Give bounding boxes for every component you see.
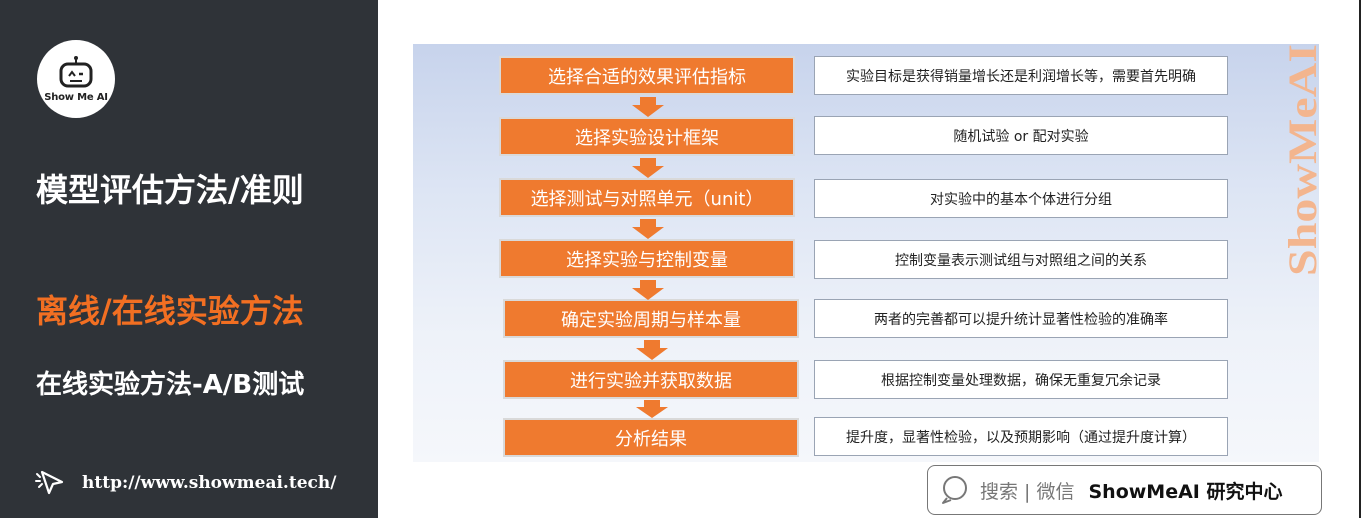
description-box: 对实验中的基本个体进行分组 [814,179,1228,218]
sidebar: Show Me AI 模型评估方法/准则 离线/在线实验方法 在线实验方法-A/… [0,0,378,518]
sidebar-section-title: 离线/在线实验方法 [36,292,304,330]
step-box: 选择实验设计框架 [499,117,795,156]
arrow-down-icon [636,400,668,418]
sidebar-title: 模型评估方法/准则 [36,171,304,209]
step-box: 确定实验周期与样本量 [503,299,799,338]
description-box: 实验目标是获得销量增长还是利润增长等，需要首先明确 [814,56,1228,95]
description-box: 提升度，显著性检验，以及预期影响（通过提升度计算） [814,417,1228,456]
arrow-down-icon [636,340,668,360]
step-box: 选择合适的效果评估指标 [499,56,795,95]
website-link[interactable]: http://www.showmeai.tech/ [34,468,336,498]
arrow-down-icon [632,158,664,178]
showmeai-logo[interactable]: Show Me AI [37,40,115,118]
sidebar-subtitle: 在线实验方法-A/B测试 [36,370,305,400]
website-url[interactable]: http://www.showmeai.tech/ [82,473,337,493]
step-box: 进行实验并获取数据 [503,360,799,399]
search-box[interactable]: 搜索 | 微信 ShowMeAI 研究中心 [927,465,1322,515]
showmeai-watermark: ShowMeAI [1284,44,1325,276]
robot-icon [59,56,93,88]
arrow-down-icon [632,97,664,117]
step-box: 分析结果 [503,418,799,457]
logo-text: Show Me AI [44,92,108,103]
description-box: 根据控制变量处理数据，确保无重复冗余记录 [814,360,1228,399]
watermark-text: ShowMeAI [1284,44,1325,276]
search-brand: ShowMeAI 研究中心 [1088,480,1283,503]
arrow-down-icon [632,219,664,239]
cursor-icon [35,470,64,495]
step-box: 选择测试与对照单元（unit） [499,178,795,217]
search-icon [942,476,967,504]
step-box: 选择实验与控制变量 [499,239,795,278]
description-box: 随机试验 or 配对实验 [814,116,1228,155]
search-placeholder: 搜索 | 微信 [980,480,1075,503]
description-box: 控制变量表示测试组与对照组之间的关系 [814,240,1228,279]
arrow-down-icon [632,280,664,300]
description-box: 两者的完善都可以提升统计显著性检验的准确率 [814,299,1228,338]
